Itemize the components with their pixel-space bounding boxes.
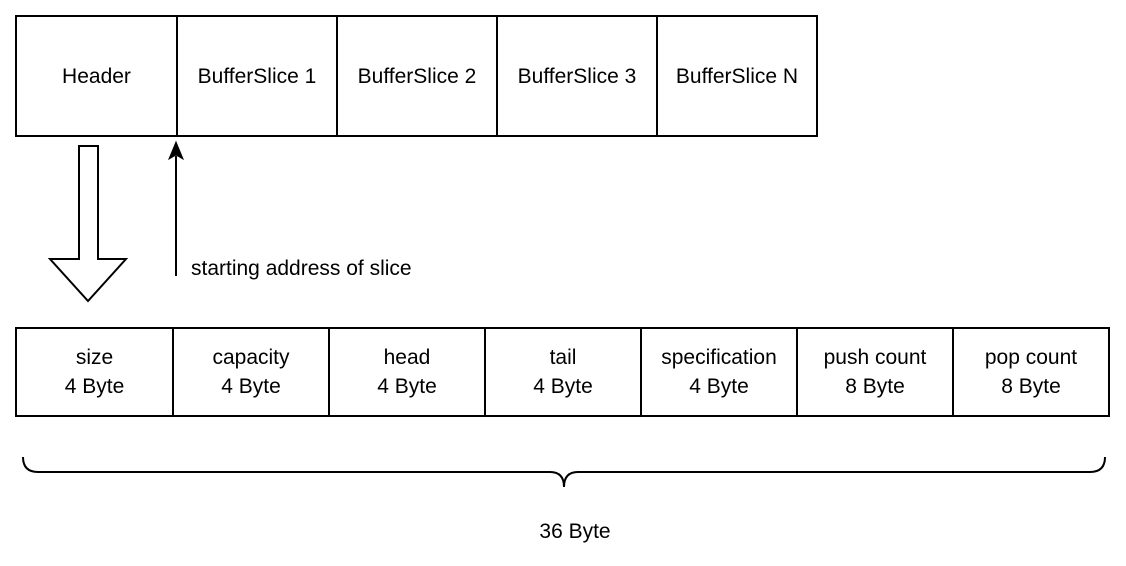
total-size-label: 36 Byte	[539, 520, 611, 543]
buffer-slice-n-label: BufferSlice N	[675, 64, 799, 88]
field-head-cell: head 4 Byte	[328, 327, 486, 417]
field-specification-name: specification	[661, 346, 777, 369]
expand-down-arrow-icon	[47, 145, 129, 303]
field-size-bytes: 4 Byte	[64, 375, 125, 398]
field-tail-cell: tail 4 Byte	[484, 327, 642, 417]
total-size-brace-icon	[22, 456, 1106, 488]
buffer-slice-2-cell: BufferSlice 2	[336, 15, 498, 137]
field-tail-name: tail	[549, 346, 577, 369]
buffer-slice-3-label: BufferSlice 3	[517, 64, 637, 88]
buffer-slice-n-cell: BufferSlice N	[656, 15, 818, 137]
field-head-name: head	[383, 346, 431, 369]
buffer-slice-1-label: BufferSlice 1	[197, 64, 317, 88]
field-specification-bytes: 4 Byte	[689, 375, 749, 398]
field-size-cell: size 4 Byte	[15, 327, 174, 417]
field-push-count-name: push count	[823, 346, 927, 369]
buffer-slice-1-cell: BufferSlice 1	[176, 15, 338, 137]
field-push-count-bytes: 8 Byte	[845, 375, 905, 398]
field-capacity-bytes: 4 Byte	[221, 375, 281, 398]
field-specification-cell: specification 4 Byte	[640, 327, 798, 417]
field-head-bytes: 4 Byte	[377, 375, 437, 398]
header-cell-label: Header	[62, 64, 131, 88]
field-capacity-cell: capacity 4 Byte	[172, 327, 330, 417]
slice-address-arrowhead-icon	[167, 140, 185, 161]
field-push-count-cell: push count 8 Byte	[796, 327, 954, 417]
field-pop-count-cell: pop count 8 Byte	[952, 327, 1110, 417]
header-cell: Header	[15, 15, 178, 137]
buffer-slice-3-cell: BufferSlice 3	[496, 15, 658, 137]
field-size-name: size	[75, 346, 114, 369]
field-tail-bytes: 4 Byte	[533, 375, 593, 398]
slice-address-label: starting address of slice	[191, 257, 412, 280]
field-pop-count-name: pop count	[984, 346, 1078, 369]
buffer-slice-2-label: BufferSlice 2	[357, 64, 477, 88]
field-capacity-name: capacity	[212, 346, 290, 369]
field-pop-count-bytes: 8 Byte	[1001, 375, 1061, 398]
